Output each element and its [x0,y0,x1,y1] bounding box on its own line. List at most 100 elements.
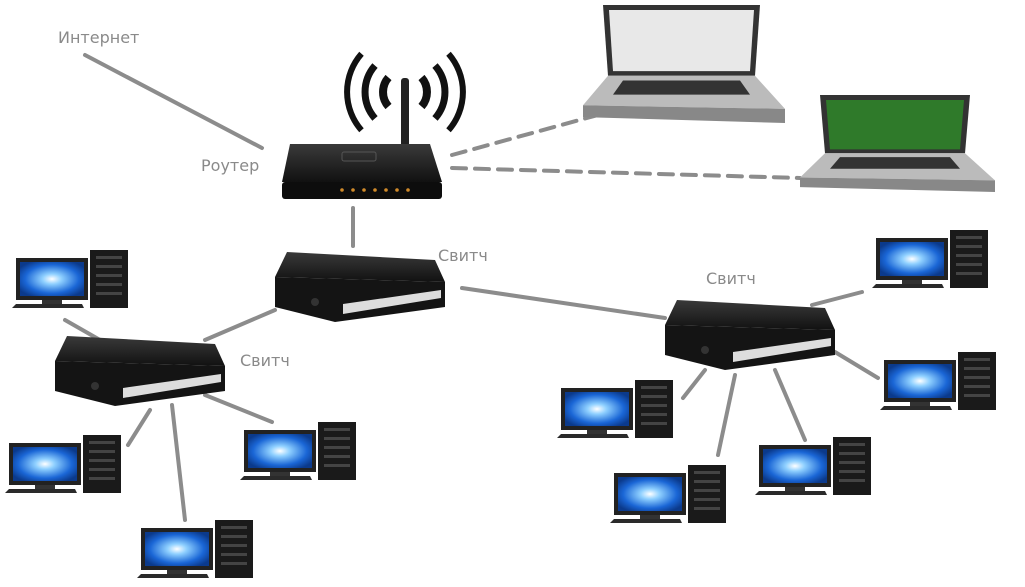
screen [145,532,209,566]
tower-vent [956,245,982,248]
led [384,188,388,192]
internet-link [83,53,264,150]
power-port [701,346,709,354]
desktop-computer-icon [880,352,996,410]
switch-front [275,277,445,322]
tower-vent [964,367,990,370]
wifi-wave-icon [418,74,431,110]
stand [35,485,55,489]
tower-vent [641,413,667,416]
tower-vent [96,292,122,295]
keyboard [755,491,827,495]
laptop-screen [609,10,754,72]
screen [888,364,952,398]
link-pc [203,393,274,424]
power-port [311,298,319,306]
tower-vent [96,265,122,268]
stand [270,472,290,476]
stand [785,487,805,491]
screen [618,477,682,511]
desktop-computer-icon [610,465,726,523]
tower-vent [89,468,115,471]
stand [167,570,187,574]
tower [950,230,988,288]
switch-left-icon [55,336,225,406]
tower-vent [839,470,865,473]
tower-vent [89,450,115,453]
switch-center-right-link [460,286,667,320]
switch-center-icon [275,252,445,322]
switch-center-label: Свитч [438,246,488,265]
router-front [282,182,442,199]
wifi-link-laptop-1 [450,111,607,157]
tower [833,437,871,495]
tower-vent [324,464,350,467]
laptop-keyboard [613,80,750,95]
led [373,188,377,192]
stand [587,430,607,434]
keyboard [5,489,77,493]
internet-label: Интернет [58,28,140,47]
screen [20,262,84,296]
tower-vent [839,452,865,455]
tower-vent [956,263,982,266]
tower-vent [694,498,720,501]
tower-vent [89,459,115,462]
port-strip [123,374,221,398]
tower-vent [324,455,350,458]
wifi-wave-icon [446,51,466,133]
tower-vent [956,236,982,239]
tower [90,250,128,308]
switch-front [665,325,835,370]
screen [763,449,827,483]
tower-vent [221,553,247,556]
tower-vent [956,254,982,257]
tower-vent [839,443,865,446]
switch-top [665,300,835,330]
desktop-computer-icon [12,250,128,308]
tower-vent [221,544,247,547]
tower-vent [89,441,115,444]
link-pc [126,408,152,447]
screen [13,447,77,481]
tower-vent [964,385,990,388]
tower-vent [839,461,865,464]
desktop-computer-icon [5,435,121,493]
port-strip [343,290,441,314]
link-pc [810,290,864,307]
router-label: Роутер [201,156,260,175]
stand [902,280,922,284]
laptop-edge [800,177,995,192]
led [406,188,410,192]
tower-vent [96,274,122,277]
switch-top [55,336,225,366]
link-pc [716,373,737,457]
led [395,188,399,192]
tower-vent [694,489,720,492]
tower-vent [324,428,350,431]
led [362,188,366,192]
antenna [401,78,409,148]
tower-vent [221,535,247,538]
tower [318,422,356,480]
keyboard [557,434,629,438]
keyboard [137,574,209,578]
tower [688,465,726,523]
stand [640,515,660,519]
wifi-wave-icon [432,63,449,121]
keyboard [872,284,944,288]
led [351,188,355,192]
laptop-icon [583,5,785,123]
tower-vent [324,446,350,449]
router-body [282,144,442,182]
desktop-computer-icon [137,520,253,578]
switch-center-left-link [203,308,277,342]
link-pc [170,403,187,522]
tower-vent [956,272,982,275]
tower-vent [694,471,720,474]
tower-vent [964,376,990,379]
link-pc [833,350,880,380]
keyboard [12,304,84,308]
